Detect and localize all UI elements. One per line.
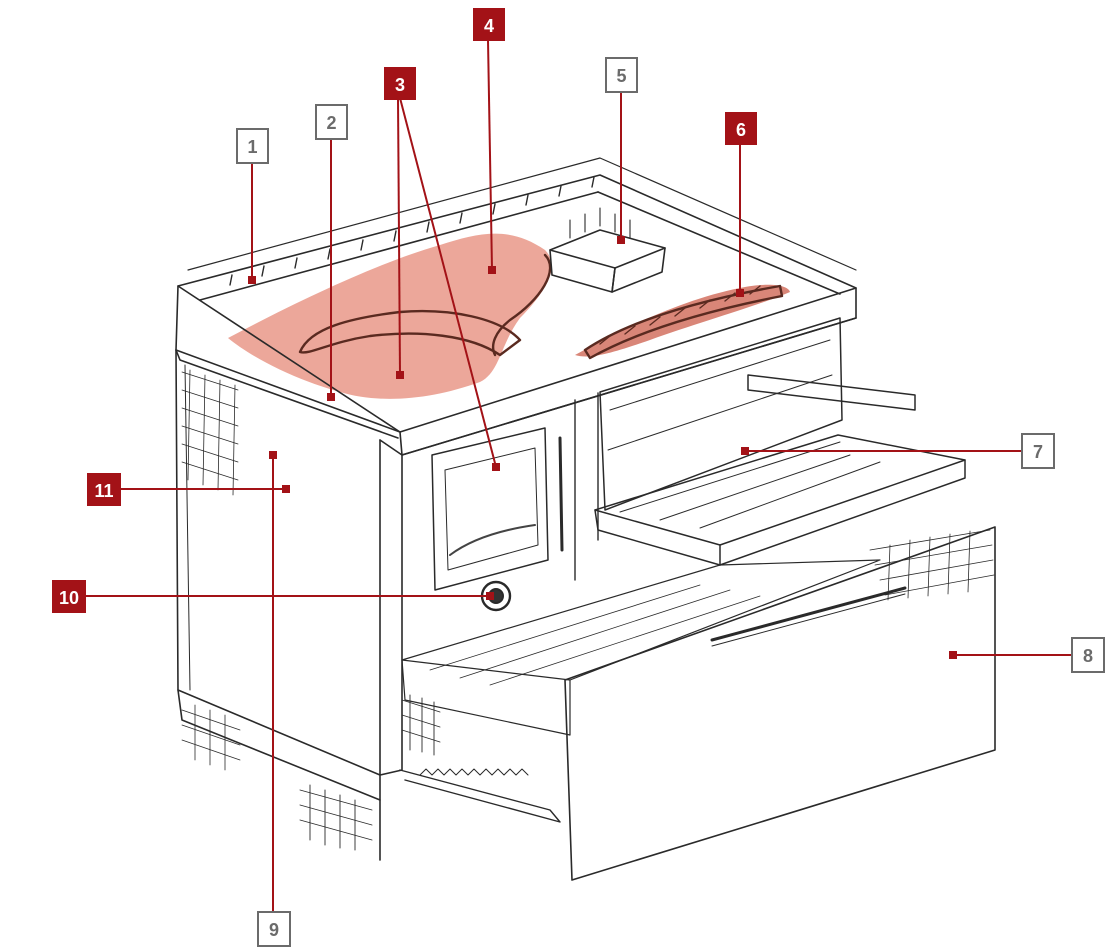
leader-3a [397,97,401,376]
callout-8: 8 [1071,637,1105,673]
anchor-4 [488,266,496,274]
callout-leaders [84,39,1072,921]
leader-3b [399,97,497,468]
callout-4: 4 [473,8,505,41]
left-side-panel [175,349,381,801]
callout-11: 11 [87,473,121,506]
callout-9: 9 [257,911,291,947]
anchor-6 [736,289,744,297]
anchor-3b [492,463,500,471]
plinth [299,784,381,861]
anchor-9 [269,451,277,459]
callout-7: 7 [1021,433,1055,469]
anchor-5 [617,236,625,244]
callout-7-label: 7 [1033,442,1043,462]
anchor-7 [741,447,749,455]
small-oven-door [431,427,564,591]
callout-4-label: 4 [484,16,494,36]
cooker-sketch [175,157,996,881]
callout-6: 6 [725,112,757,145]
callout-5-label: 5 [616,66,626,86]
callout-6-label: 6 [736,120,746,140]
callout-9-label: 9 [269,920,279,940]
front-fascia [379,317,857,776]
door-hatch [401,694,441,756]
callout-5: 5 [605,57,638,93]
anchor-2 [327,393,335,401]
anchor-8 [949,651,957,659]
callout-2: 2 [315,104,348,140]
callout-11-label: 11 [94,481,113,501]
callout-3: 3 [384,67,416,100]
worktop [175,157,857,456]
anchor-11 [282,485,290,493]
callout-10-label: 10 [59,588,79,608]
vent-box [549,207,666,293]
callout-10: 10 [52,580,86,613]
anchor-3a [396,371,404,379]
leader-4 [487,39,493,271]
callout-8-label: 8 [1083,646,1093,666]
callout-2-label: 2 [326,113,336,133]
callout-3-label: 3 [395,75,405,95]
warming-drawer [399,526,996,881]
callout-labels: 1 2 3 4 5 6 7 [52,8,1105,947]
main-oven-cavity [594,317,966,566]
callout-1-label: 1 [247,137,257,157]
callout-1: 1 [236,128,269,164]
anchor-10 [486,592,494,600]
hotplate-rings [298,253,784,360]
anchor-1 [248,276,256,284]
callout-anchors [248,236,957,659]
